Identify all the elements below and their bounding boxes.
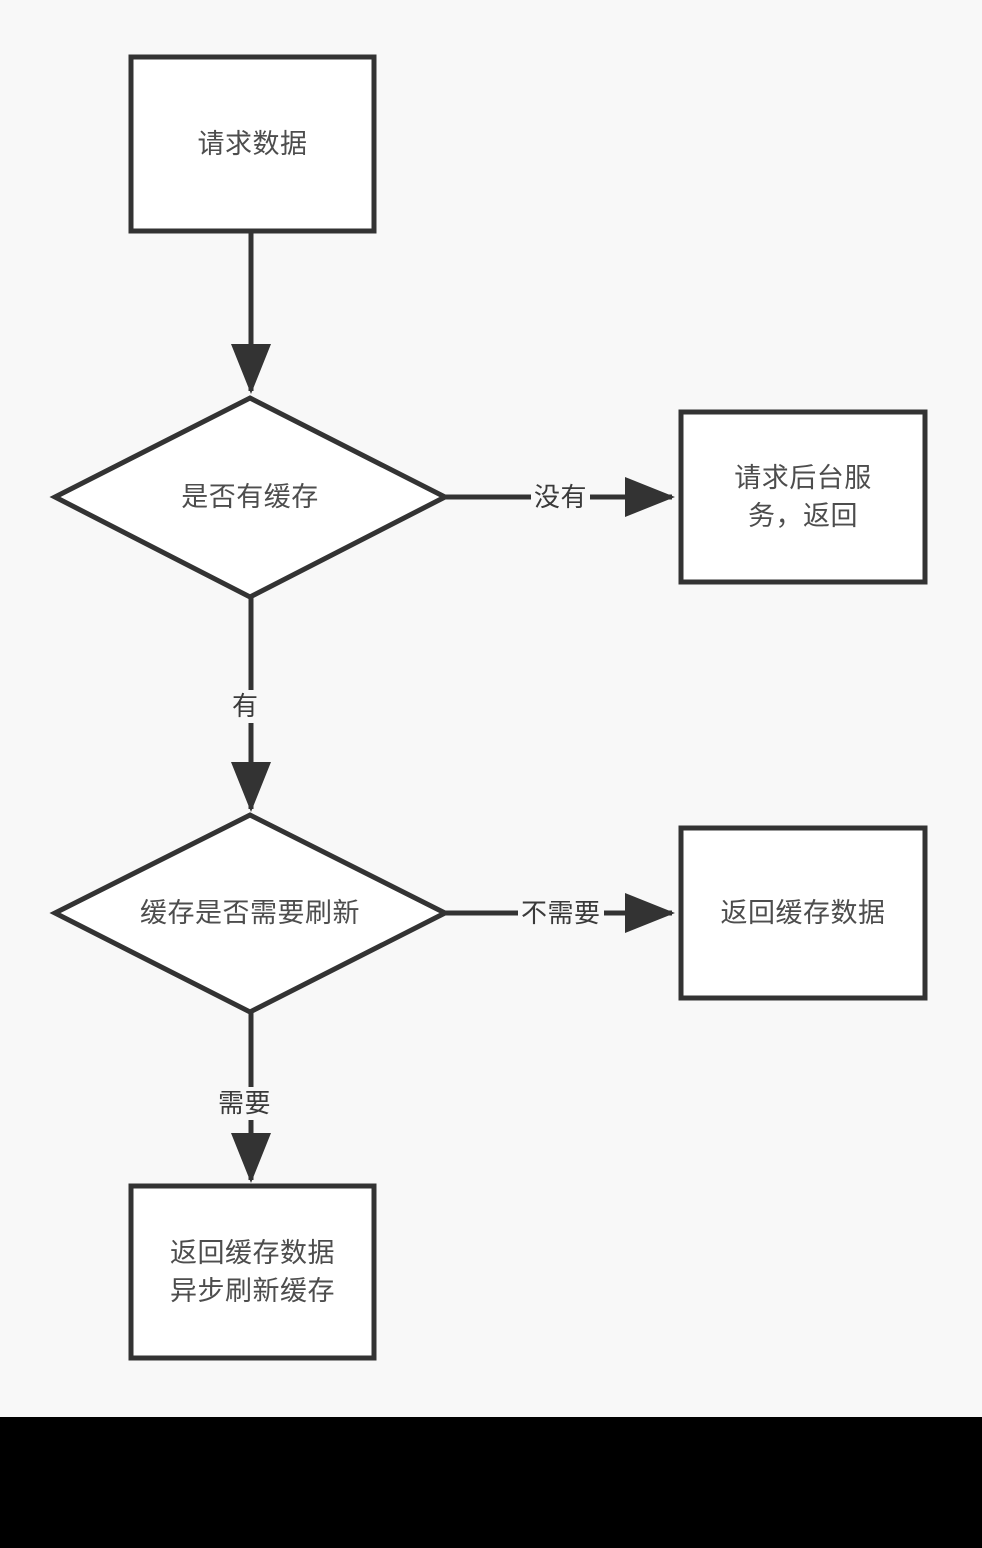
diagram-surface: 请求数据 是否有缓存 请求后台服 务，返回 缓存是否需要刷新 返回缓存数据 返回… (0, 0, 982, 1417)
flowchart-shapes (49, 54, 928, 1361)
node-has-cache[interactable] (49, 395, 451, 600)
edge-label-no-refresh: 不需要 (518, 897, 604, 930)
edge-label-has-cache-yes: 有 (229, 690, 262, 723)
edge-label-has-cache-no: 没有 (531, 481, 591, 514)
node-cache-needs-refresh[interactable] (49, 812, 451, 1015)
node-request-data[interactable] (128, 54, 377, 234)
edge-label-needs-refresh: 需要 (215, 1087, 275, 1120)
node-return-cache[interactable] (678, 825, 928, 1001)
bottom-black-band (0, 1417, 982, 1548)
node-return-cache-async-refresh[interactable] (128, 1183, 377, 1361)
node-request-backend[interactable] (678, 409, 928, 585)
